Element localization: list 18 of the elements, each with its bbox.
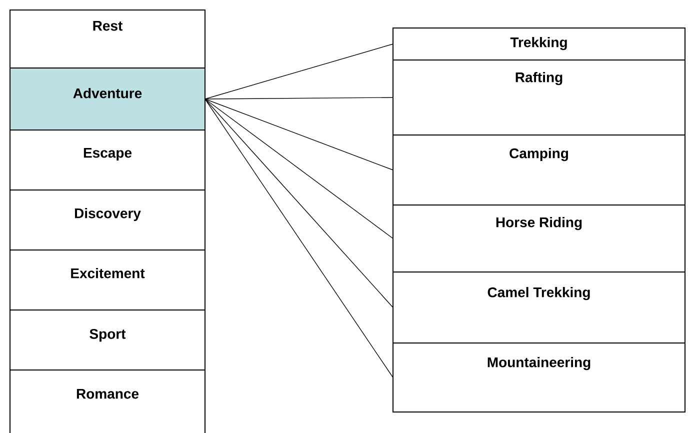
table-cell: Horse Riding: [392, 204, 686, 272]
connector-line: [204, 44, 394, 100]
connector-line: [204, 98, 394, 239]
table-cell: Discovery: [10, 190, 206, 250]
connector-line: [204, 97, 394, 100]
table-cell: Escape: [10, 130, 206, 190]
table-cell: Sport: [10, 310, 206, 370]
table-cell: Excitement: [10, 250, 206, 310]
table-cell: Romance: [10, 370, 206, 433]
connector-line: [204, 98, 394, 170]
table-cell: Camel Trekking: [392, 272, 686, 344]
table-cell: Adventure: [10, 68, 206, 130]
connector-line: [204, 98, 394, 308]
connector-line: [204, 98, 394, 378]
table-cell: Trekking: [392, 28, 686, 60]
table-cell: Camping: [392, 134, 686, 206]
table-cell: Rafting: [392, 60, 686, 136]
table-cell: Mountaineering: [392, 342, 686, 412]
